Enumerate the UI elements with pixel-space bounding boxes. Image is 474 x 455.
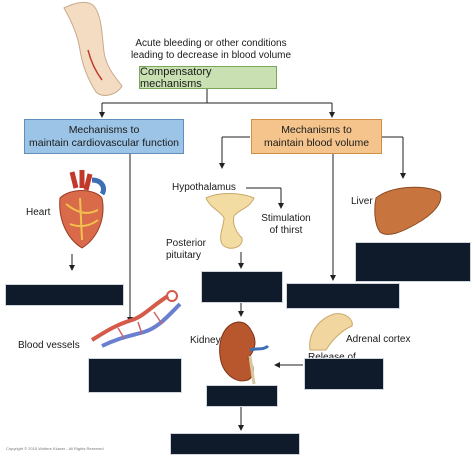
answer-box-kidney[interactable] xyxy=(206,385,278,407)
answer-box-final[interactable] xyxy=(170,433,300,455)
posterior-line-1: Posterior xyxy=(166,238,207,249)
answer-box-adrenal[interactable] xyxy=(304,358,384,390)
thirst-label: Stimulation of thirst xyxy=(256,213,316,237)
blood-vessels-illustration xyxy=(90,290,182,348)
posterior-line-2: pituitary xyxy=(166,250,202,261)
pituitary-illustration xyxy=(205,193,255,249)
answer-box-liver[interactable] xyxy=(355,242,471,282)
blood-vessels-label: Blood vessels xyxy=(18,340,80,351)
compensatory-mechanisms-box: Compensatory mechanisms xyxy=(139,65,277,90)
top-caption: Acute bleeding or other conditions leadi… xyxy=(126,38,296,62)
posterior-pituitary-label: Posterior pituitary xyxy=(166,238,206,262)
liver-label: Liver xyxy=(351,196,373,207)
kidney-label: Kidney xyxy=(190,335,221,346)
release-of-label: Release of xyxy=(308,352,356,364)
thirst-line-2: of thirst xyxy=(269,225,303,236)
answer-box-heart[interactable] xyxy=(5,284,124,306)
adrenal-illustration xyxy=(309,313,353,351)
thirst-line-1: Stimulation xyxy=(261,213,311,224)
liver-illustration xyxy=(374,186,442,235)
answer-box-blood-vessels[interactable] xyxy=(88,358,182,393)
hypothalamus-label: Hypothalamus xyxy=(172,182,236,193)
top-caption-line-2: leading to decrease in blood volume xyxy=(130,50,292,61)
compensatory-mechanisms-label: Compensatory mechanisms xyxy=(140,65,212,90)
heart-illustration xyxy=(59,170,107,249)
answer-box-blood-volume[interactable] xyxy=(286,283,400,309)
kidney-illustration xyxy=(219,321,270,385)
cardiovascular-line-1: Mechanisms to xyxy=(68,123,140,136)
answer-box-pituitary[interactable] xyxy=(201,271,283,303)
cardiovascular-mechanisms-box: Mechanisms to maintain cardiovascular fu… xyxy=(24,119,184,154)
blood-volume-mechanisms-box: Mechanisms to maintain blood volume xyxy=(251,119,382,154)
heart-label: Heart xyxy=(26,207,51,218)
blood-volume-line-2: maintain blood volume xyxy=(263,136,370,149)
adrenal-cortex-label: Adrenal cortex xyxy=(346,334,411,345)
copyright-notice: Copyright © 2015 Wolters Kluwer - All Ri… xyxy=(6,446,104,451)
arm-illustration xyxy=(63,1,123,96)
top-caption-line-1: Acute bleeding or other conditions xyxy=(135,38,287,49)
blood-volume-line-1: Mechanisms to xyxy=(281,123,352,136)
cardiovascular-line-2: maintain cardiovascular function xyxy=(29,136,179,149)
